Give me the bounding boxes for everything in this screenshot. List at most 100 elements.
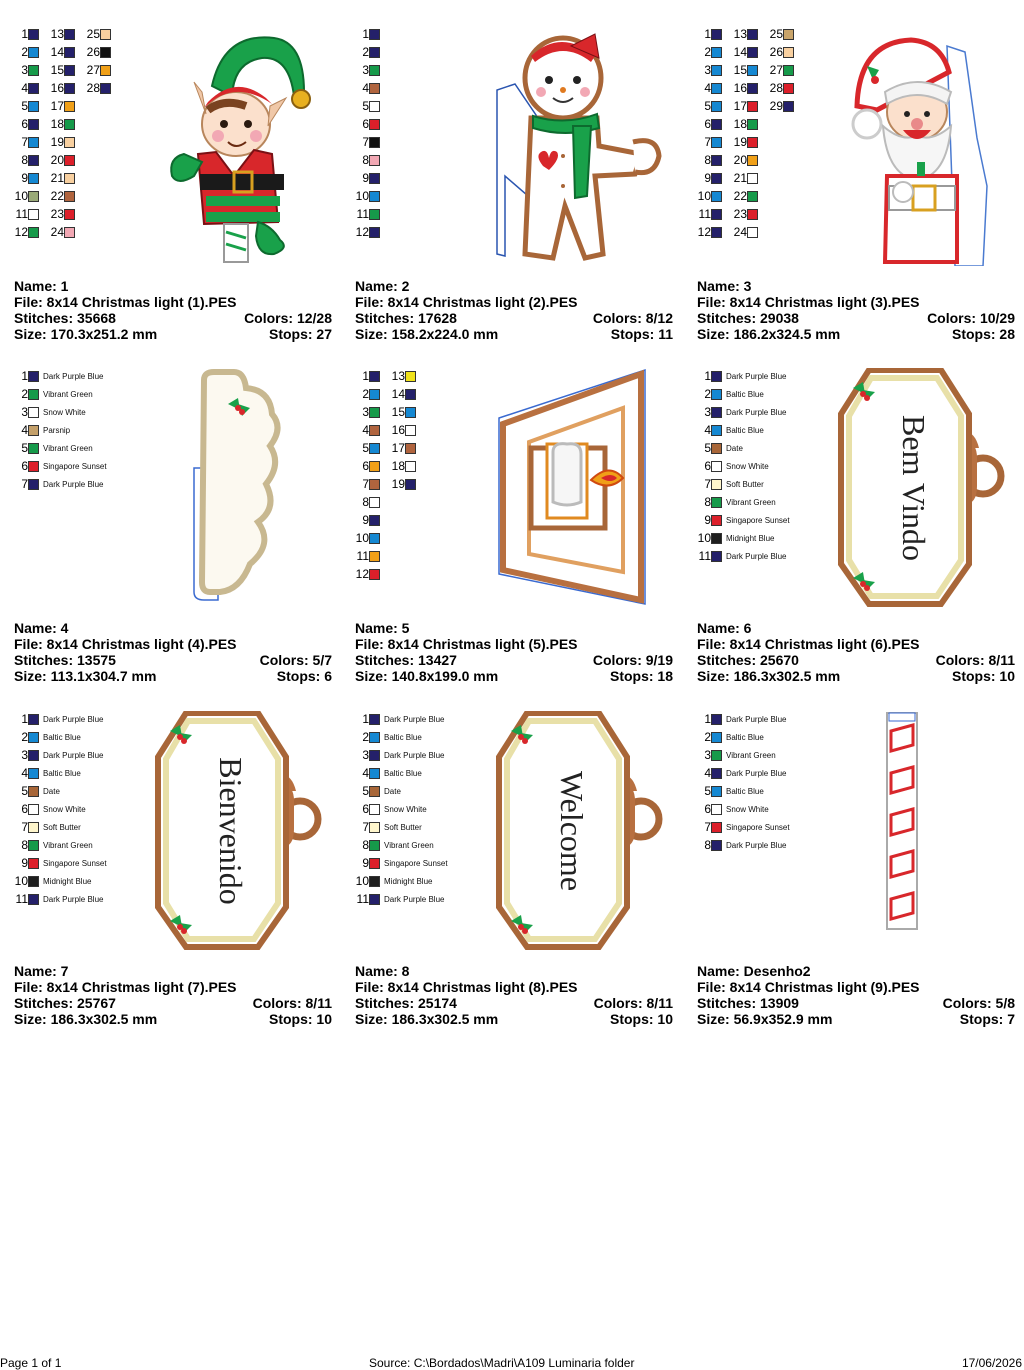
color-chart-row: 9: [355, 170, 380, 186]
color-number: 25: [86, 27, 100, 41]
color-number: 11: [356, 892, 369, 906]
color-name: Dark Purple Blue: [726, 551, 787, 561]
print-date: 17/06/2026: [961, 1356, 1022, 1370]
color-number: 2: [704, 45, 711, 59]
color-name: Baltic Blue: [726, 732, 764, 742]
color-swatch: [369, 496, 380, 508]
info-right: Colors: 9/19: [592, 652, 673, 668]
info-left: Name: 6: [697, 620, 752, 636]
color-number: 8: [704, 153, 711, 167]
color-chart-row: 1: [14, 26, 39, 42]
color-number: 21: [50, 171, 64, 185]
color-chart-row: 12: [697, 224, 722, 240]
color-chart-row: 7: [697, 134, 722, 150]
color-swatch: [64, 136, 75, 148]
color-swatch: [369, 424, 380, 436]
color-swatch: [100, 82, 111, 94]
color-chart-row: 27: [769, 62, 794, 78]
color-chart-row: 18: [391, 458, 416, 474]
color-number: 20: [50, 153, 64, 167]
color-chart-row: 6: [14, 116, 39, 132]
color-name: Date: [726, 443, 743, 453]
color-number: 23: [50, 207, 64, 221]
color-swatch: [369, 767, 380, 779]
info-line: Name: 5: [355, 620, 673, 636]
color-name: Dark Purple Blue: [726, 407, 787, 417]
color-swatch: [369, 839, 380, 851]
color-chart-row: 3: [355, 62, 380, 78]
color-swatch: [64, 190, 75, 202]
color-chart-row: 16: [391, 422, 416, 438]
color-swatch: [28, 767, 39, 779]
color-number: 15: [733, 63, 747, 77]
color-chart-row: 25: [86, 26, 111, 42]
color-number: 7: [704, 820, 711, 834]
color-chart-row: 27: [86, 62, 111, 78]
info-right: Stops: 6: [276, 668, 332, 684]
color-number: 6: [704, 117, 711, 131]
color-number: 3: [704, 63, 711, 77]
color-swatch: [747, 172, 758, 184]
color-chart-row: 26: [769, 44, 794, 60]
color-swatch: [28, 118, 39, 130]
color-swatch: [369, 208, 380, 220]
color-number: 8: [21, 838, 28, 852]
color-chart-row: 8: [355, 494, 380, 510]
color-number: 6: [21, 117, 28, 131]
color-name: Dark Purple Blue: [43, 750, 104, 760]
color-chart-row: 25: [769, 26, 794, 42]
color-name: Soft Butter: [43, 822, 81, 832]
color-number: 19: [733, 135, 747, 149]
info-line: File: 8x14 Christmas light (4).PES: [14, 636, 332, 652]
color-swatch: [747, 226, 758, 238]
welcome-sign-design-icon: Welcome: [496, 710, 663, 950]
info-left: Name: Desenho2: [697, 963, 811, 979]
color-swatch: [28, 208, 39, 220]
color-swatch: [747, 64, 758, 76]
color-swatch: [369, 568, 380, 580]
candle-design-icon: [498, 368, 646, 605]
color-number: 8: [362, 495, 369, 509]
color-swatch: [369, 550, 380, 562]
design-preview: [495, 26, 675, 266]
color-name: Dark Purple Blue: [43, 371, 104, 381]
color-swatch: [64, 154, 75, 166]
color-swatch: [28, 785, 39, 797]
color-chart-row: 5: [14, 98, 39, 114]
color-swatch: [711, 100, 722, 112]
info-line: File: 8x14 Christmas light (1).PES: [14, 294, 332, 310]
info-left: File: 8x14 Christmas light (2).PES: [355, 294, 578, 310]
color-swatch: [369, 388, 380, 400]
color-chart-row: 17: [733, 98, 758, 114]
color-swatch: [405, 424, 416, 436]
color-swatch: [28, 893, 39, 905]
color-chart-row: 3: [14, 62, 39, 78]
color-swatch: [405, 478, 416, 490]
color-chart-row: 23: [50, 206, 75, 222]
color-number: 24: [733, 225, 747, 239]
info-right: Stops: 10: [609, 1011, 673, 1027]
color-name: Snow White: [384, 804, 427, 814]
color-chart-row: 2: [355, 386, 380, 402]
color-swatch: [64, 28, 75, 40]
color-swatch: [28, 713, 39, 725]
color-swatch: [369, 460, 380, 472]
color-swatch: [405, 388, 416, 400]
info-right: Colors: 8/11: [252, 995, 332, 1011]
info-right: Colors: 8/12: [592, 310, 673, 326]
color-number: 18: [733, 117, 747, 131]
page-number: Page 1 of 1: [0, 1356, 62, 1370]
color-chart-row: 16: [50, 80, 75, 96]
